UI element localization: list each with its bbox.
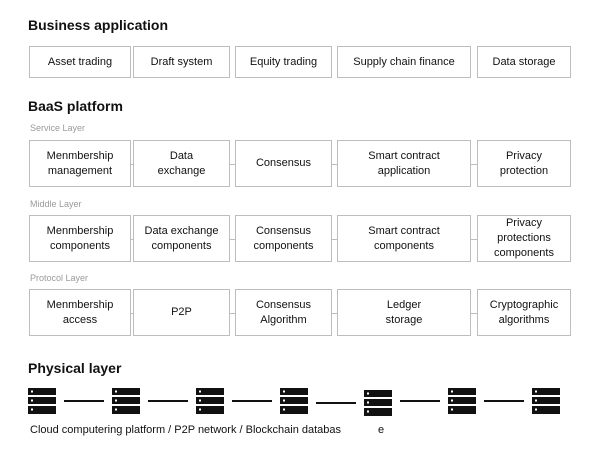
business-box-label: Data storage xyxy=(492,55,556,68)
physical-layer-caption-tail: e xyxy=(378,424,385,436)
baas-platform-heading: BaaS platform xyxy=(28,98,123,114)
protocol-connector xyxy=(332,312,337,314)
physical-layer-caption: Cloud computering platform / P2P network… xyxy=(30,424,342,436)
business-box-data-storage: Data storage xyxy=(477,46,571,78)
middle-connector xyxy=(332,238,337,240)
server-icon xyxy=(448,388,476,414)
business-application-heading: Business application xyxy=(28,17,169,33)
business-box-label: Asset trading xyxy=(47,55,113,68)
middle-connector xyxy=(471,238,477,240)
network-link xyxy=(484,400,524,402)
business-box-label: Supply chain finance xyxy=(353,55,455,68)
middle-layer-label: Middle Layer xyxy=(30,199,82,209)
business-box-label: Draft system xyxy=(150,55,213,68)
physical-layer-heading: Physical layer xyxy=(28,360,122,376)
server-icon xyxy=(364,390,392,416)
business-box-supply-chain-finance: Supply chain finance xyxy=(337,46,471,78)
service-connector xyxy=(230,163,235,165)
network-link xyxy=(316,402,356,404)
service-connector xyxy=(471,163,477,165)
service-layer-label: Service Layer xyxy=(30,123,86,133)
server-icon xyxy=(28,388,56,414)
server-icon xyxy=(280,388,308,414)
network-link xyxy=(64,400,104,402)
business-box-equity-trading: Equity trading xyxy=(235,46,332,78)
service-box-consensus: Consensus xyxy=(235,140,332,187)
protocol-box-p2p: P2P xyxy=(133,289,230,336)
business-box-draft-system: Draft system xyxy=(133,46,230,78)
protocol-connector xyxy=(471,312,477,314)
protocol-connector xyxy=(131,312,133,314)
middle-connector xyxy=(230,238,235,240)
service-connector xyxy=(332,163,337,165)
network-link xyxy=(400,400,440,402)
business-box-asset-trading: Asset trading xyxy=(29,46,131,78)
business-box-label: Equity trading xyxy=(249,55,318,68)
server-icon xyxy=(196,388,224,414)
middle-connector xyxy=(131,238,133,240)
service-box-label: Consensus xyxy=(255,157,312,169)
network-link xyxy=(148,400,188,402)
network-link xyxy=(232,400,272,402)
protocol-connector xyxy=(230,312,235,314)
server-icon xyxy=(532,388,560,414)
protocol-layer-label: Protocol Layer xyxy=(30,273,89,283)
service-connector xyxy=(131,163,133,165)
server-icon xyxy=(112,388,140,414)
protocol-box-label: P2P xyxy=(171,306,192,318)
